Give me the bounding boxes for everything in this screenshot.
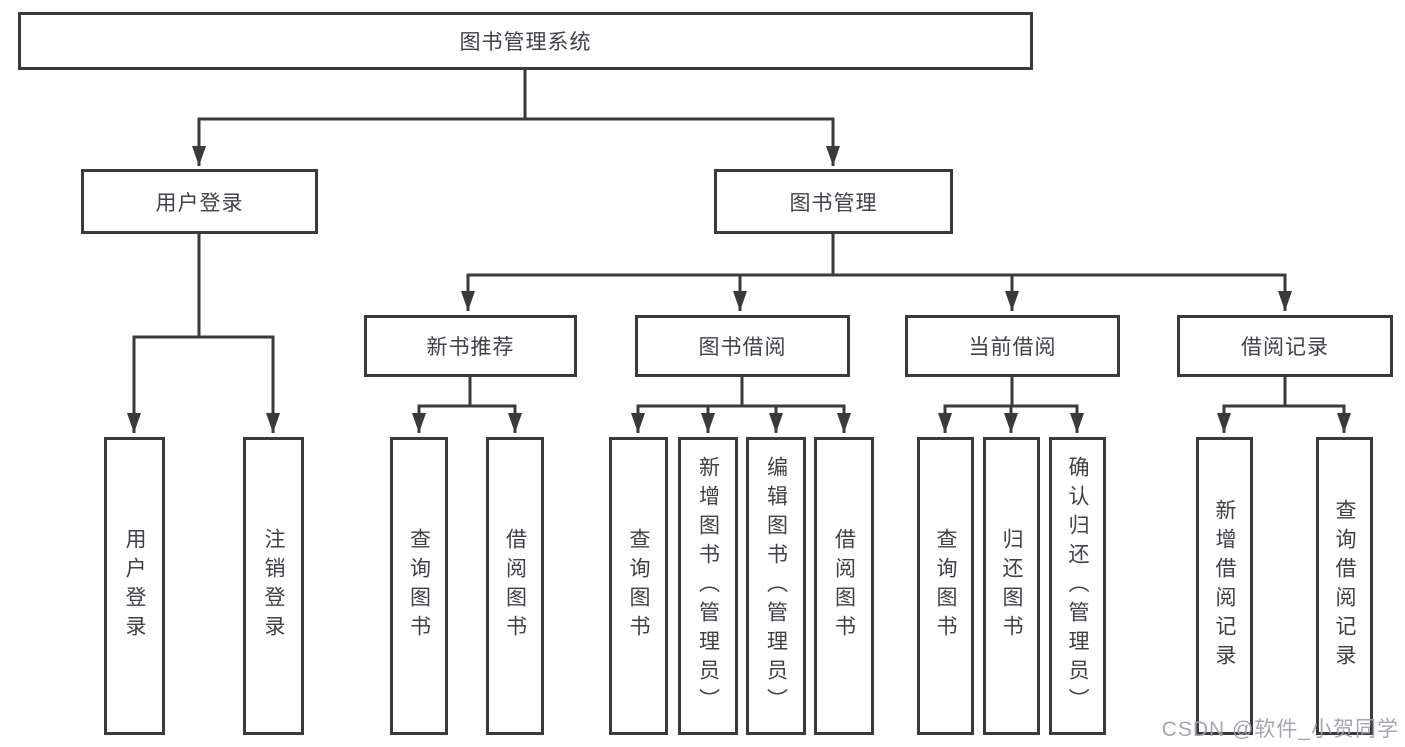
node-user-login-label: 用户登录 [155, 191, 244, 215]
node-leaf-add-borrow-record-label: 新增借阅记录 [1213, 499, 1236, 673]
node-leaf-borrow-books-2: 借阅图书 [814, 437, 874, 735]
node-leaf-return-books: 归还图书 [983, 437, 1040, 735]
watermark-text: CSDN @软件_小贺同学 [1161, 718, 1399, 741]
node-leaf-query-books-1-label: 查询图书 [407, 528, 431, 644]
node-leaf-borrow-books-1-label: 借阅图书 [503, 528, 527, 644]
node-leaf-add-books-admin-label: 新增图书（管理员） [696, 455, 720, 717]
node-leaf-add-books-admin: 新增图书（管理员） [678, 437, 738, 735]
node-current-borrow: 当前借阅 [905, 315, 1120, 377]
node-leaf-edit-books-admin-label: 编辑图书（管理员） [764, 455, 788, 717]
node-leaf-query-books-2: 查询图书 [609, 437, 668, 735]
node-leaf-logout-label: 注销登录 [262, 528, 285, 644]
node-borrow-records-label: 借阅记录 [1241, 336, 1329, 359]
node-root-label: 图书管理系统 [459, 31, 592, 54]
node-user-login: 用户登录 [81, 169, 318, 234]
node-current-borrow-label: 当前借阅 [968, 336, 1057, 359]
node-new-book-recommend: 新书推荐 [364, 315, 577, 377]
node-book-borrow: 图书借阅 [635, 315, 850, 377]
node-leaf-query-books-2-label: 查询图书 [627, 528, 650, 644]
node-leaf-query-borrow-record-label: 查询借阅记录 [1333, 499, 1356, 673]
node-leaf-query-books-3-label: 查询图书 [934, 528, 957, 644]
node-leaf-edit-books-admin: 编辑图书（管理员） [746, 437, 806, 735]
node-leaf-user-login: 用户登录 [104, 437, 165, 735]
node-leaf-query-books-1: 查询图书 [390, 437, 448, 735]
node-book-borrow-label: 图书借阅 [698, 336, 787, 359]
node-leaf-add-borrow-record: 新增借阅记录 [1196, 437, 1253, 735]
node-leaf-return-books-label: 归还图书 [1000, 528, 1023, 644]
node-book-management-label: 图书管理 [789, 191, 878, 215]
node-new-book-recommend-label: 新书推荐 [426, 336, 515, 359]
node-leaf-query-books-3: 查询图书 [917, 437, 974, 735]
node-book-management: 图书管理 [714, 169, 953, 234]
node-leaf-confirm-return-admin-label: 确认归还（管理员） [1066, 455, 1089, 717]
node-leaf-borrow-books-1: 借阅图书 [486, 437, 544, 735]
node-borrow-records: 借阅记录 [1177, 315, 1393, 377]
node-leaf-confirm-return-admin: 确认归还（管理员） [1049, 437, 1106, 735]
node-leaf-borrow-books-2-label: 借阅图书 [832, 528, 856, 644]
node-leaf-logout: 注销登录 [243, 437, 304, 735]
node-leaf-user-login-label: 用户登录 [123, 528, 146, 644]
node-root: 图书管理系统 [18, 12, 1033, 70]
node-leaf-query-borrow-record: 查询借阅记录 [1316, 437, 1373, 735]
